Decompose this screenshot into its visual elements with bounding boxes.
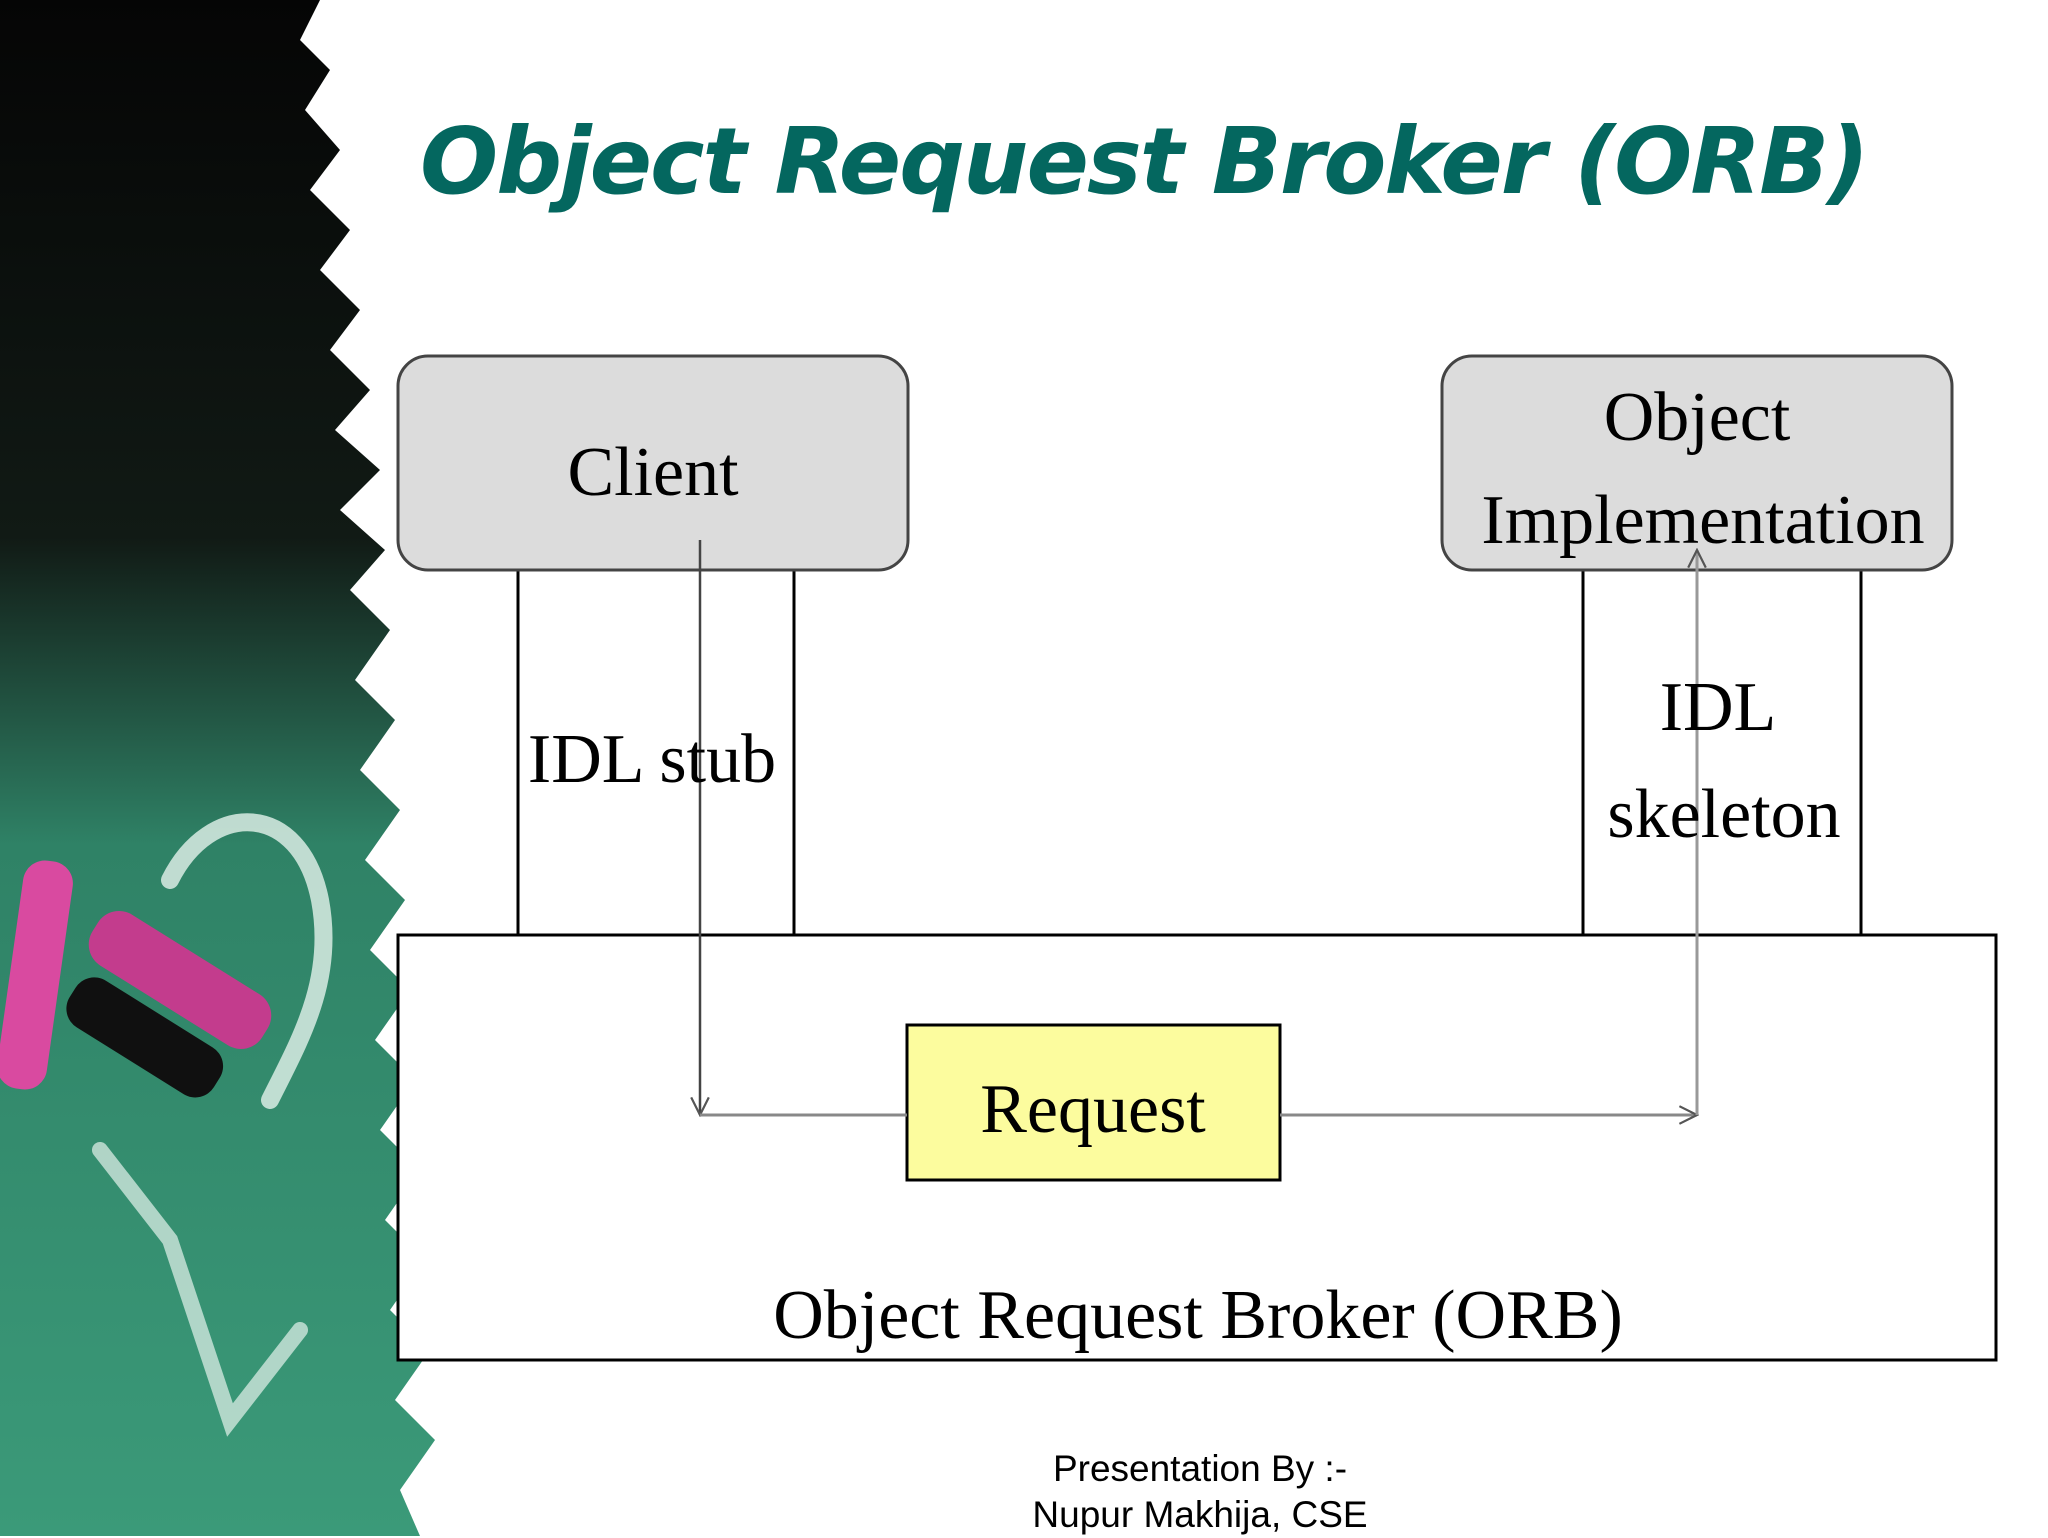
presenter-credit-line1: Presentation By :- [1052,1448,1348,1489]
chalk-scribble [92,1142,308,1437]
orb-label: Object Request Broker (ORB) [773,1277,1623,1354]
idl-stub-label: IDL stub [528,721,776,798]
client-box [396,354,910,572]
object-implementation-label-line2: Implementation [1481,482,1924,559]
presenter-credit-line2: Nupur Makhija, CSE [1032,1494,1368,1535]
chalkboard-decoration [0,0,435,1536]
idl-skeleton-box [1581,568,1863,937]
request-box [905,1023,1282,1182]
chalk-pieces [0,860,272,1098]
request-label: Request [980,1071,1206,1148]
client-label: Client [567,434,739,511]
idl-skeleton-label-line1: IDL [1660,669,1777,746]
object-implementation-label-line1: Object [1604,379,1791,456]
request-flow-arrows [700,540,1697,1115]
chalk-scribble [161,813,333,1109]
slide-title: Object Request Broker (ORB) [420,108,1869,215]
idl-skeleton-label-line2: skeleton [1607,776,1840,853]
presenter-credit: Presentation By :- Nupur Makhija, CSE [980,1446,1420,1538]
